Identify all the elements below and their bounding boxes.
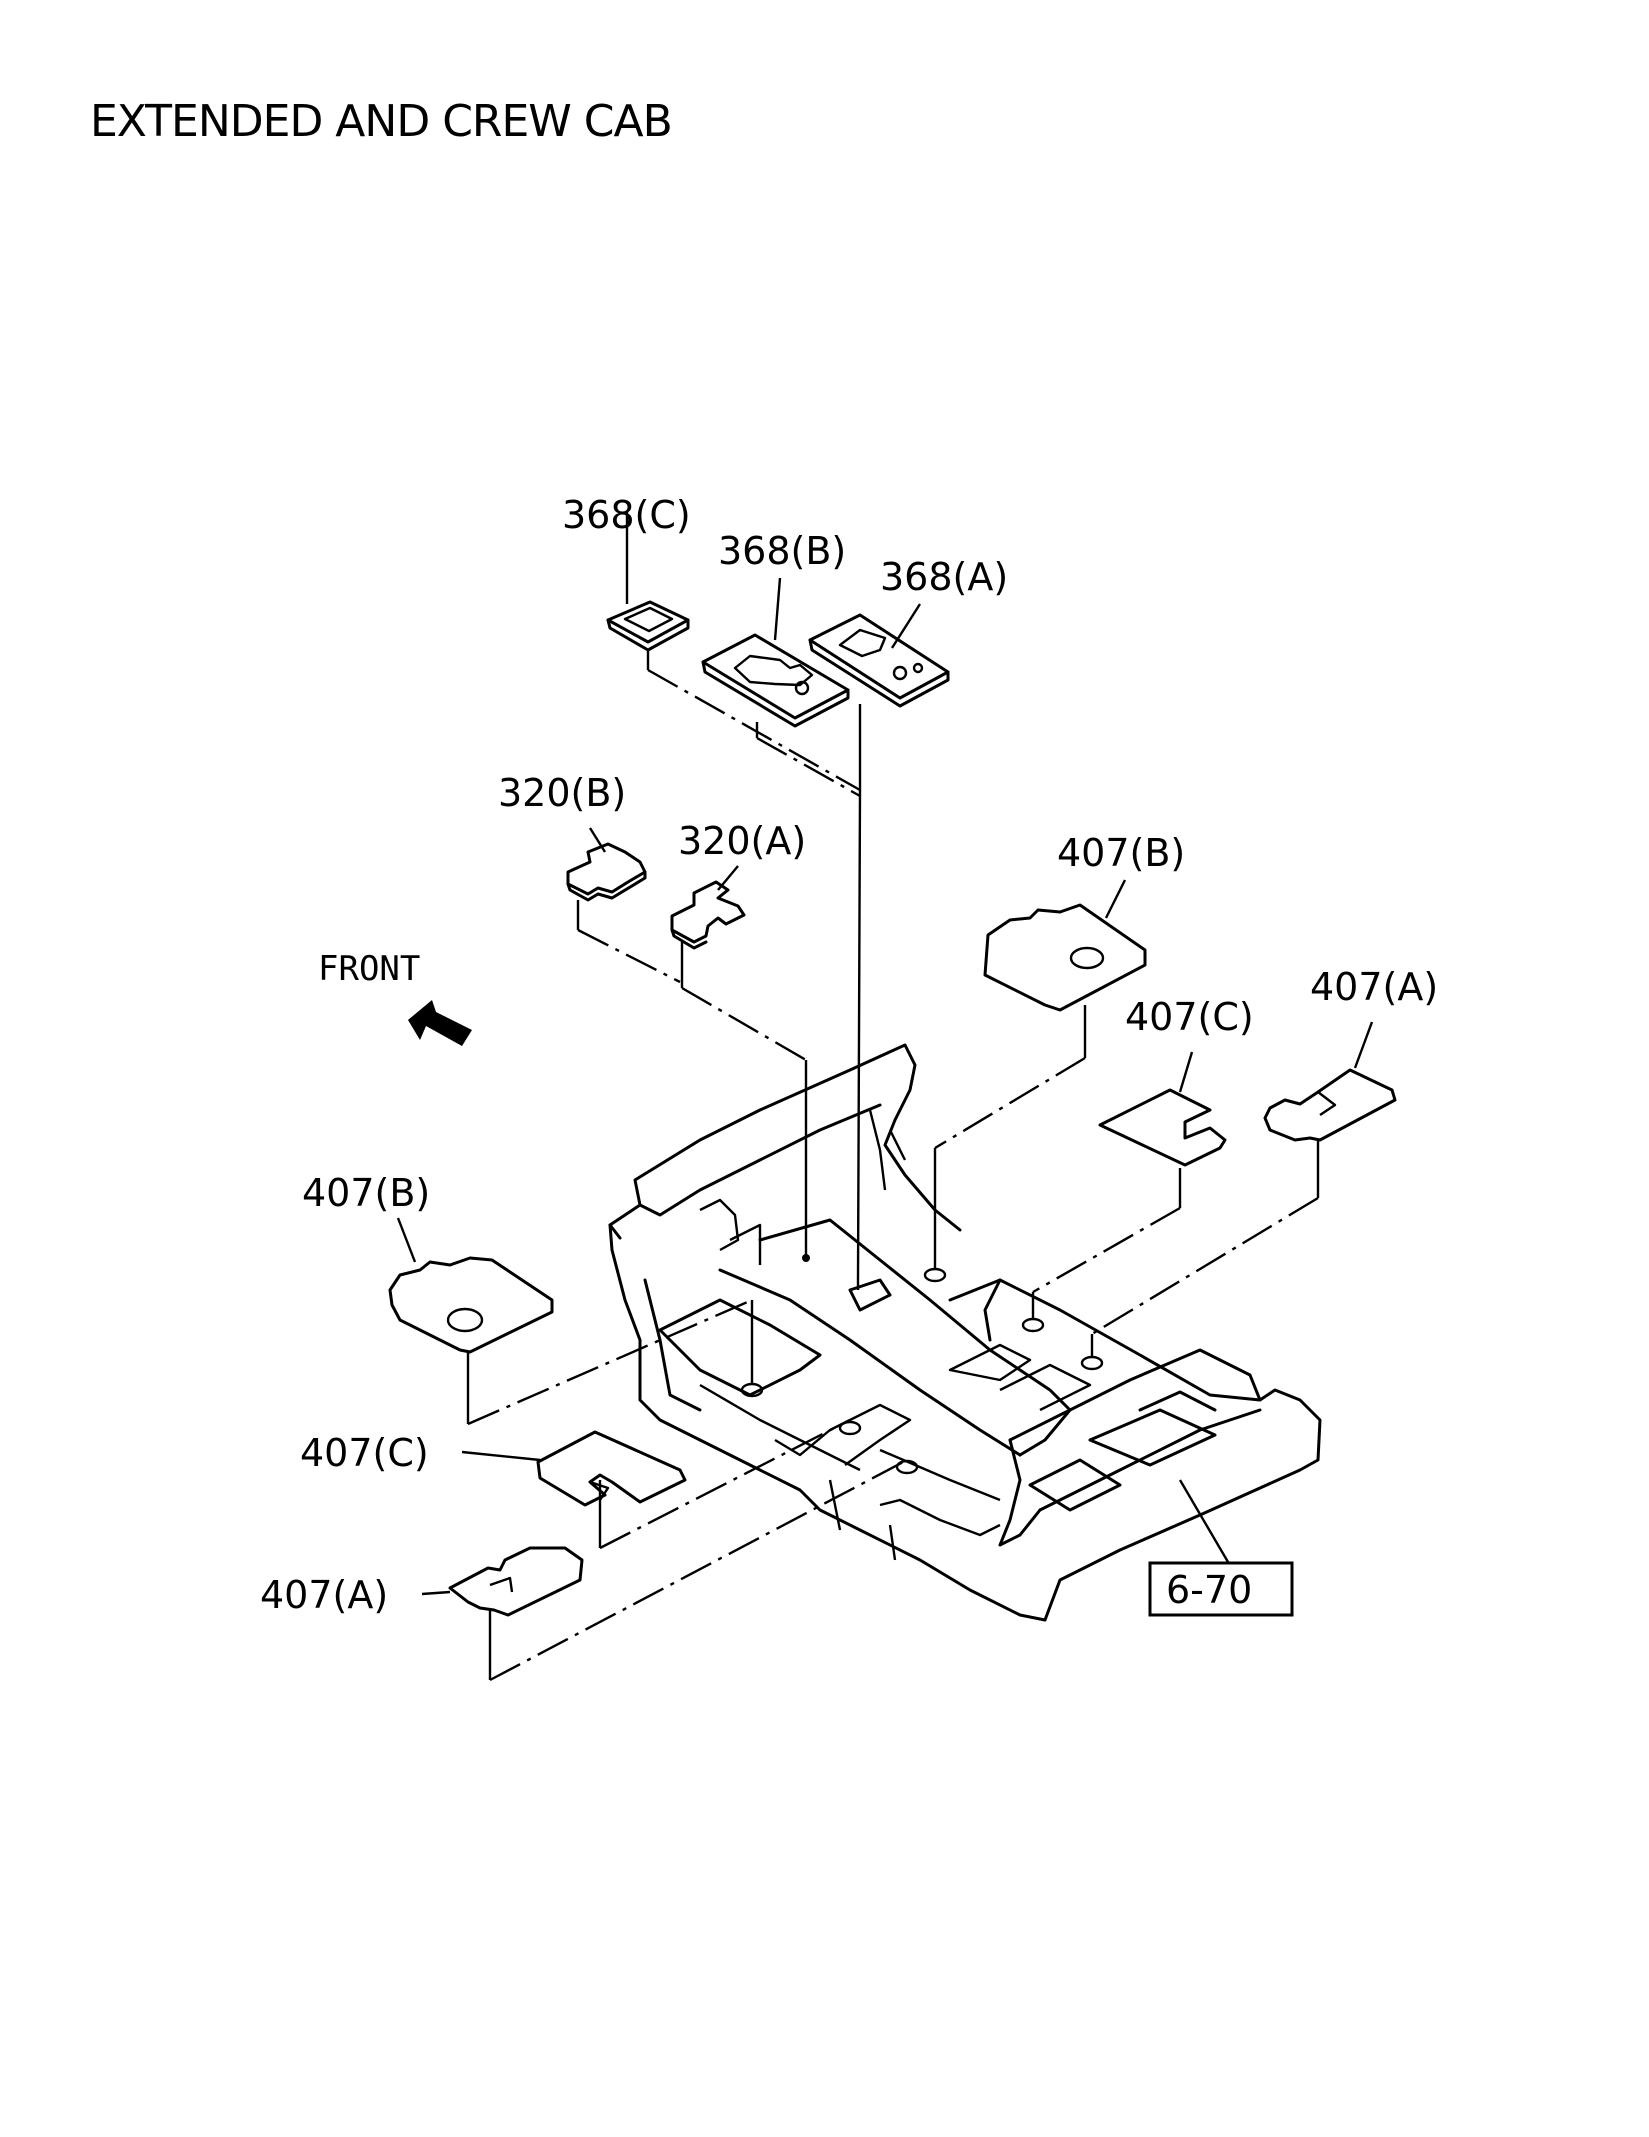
label-front: FRONT xyxy=(318,949,420,989)
part-368c xyxy=(606,600,690,652)
label-320a: 320(A) xyxy=(678,819,806,863)
reference-box-label: 6-70 xyxy=(1166,1568,1252,1612)
label-407a-left: 407(A) xyxy=(260,1573,388,1617)
part-320a xyxy=(670,880,746,950)
part-368a xyxy=(808,613,950,708)
floor-panel xyxy=(608,1043,1322,1622)
callout-labels: 368(C) 368(B) 368(A) 320(B) 320(A) 407(B… xyxy=(260,493,1438,1617)
hole-407c-left xyxy=(838,1420,862,1436)
label-407b-left: 407(B) xyxy=(302,1171,430,1215)
label-368c: 368(C) xyxy=(562,493,691,537)
part-368b xyxy=(701,633,850,728)
leader-lines xyxy=(396,512,1374,1682)
part-407c-left xyxy=(536,1430,687,1507)
hole-407a-right xyxy=(1080,1355,1104,1371)
part-407a-left xyxy=(448,1546,584,1617)
floor-markers xyxy=(740,1254,1104,1475)
part-407c-right xyxy=(1098,1088,1227,1167)
part-407a-right xyxy=(1263,1068,1397,1142)
hole-407c-right xyxy=(1021,1317,1045,1333)
part-407b-right xyxy=(983,903,1147,1012)
reference-box: 6-70 xyxy=(1148,1561,1294,1617)
page-title: EXTENDED AND CREW CAB xyxy=(90,96,673,147)
part-320b xyxy=(566,842,647,902)
label-320b: 320(B) xyxy=(498,771,626,815)
label-407a-right: 407(A) xyxy=(1310,965,1438,1009)
front-arrow-icon xyxy=(408,1000,472,1046)
label-407c-left: 407(C) xyxy=(300,1431,429,1475)
label-407b-right: 407(B) xyxy=(1057,831,1185,875)
label-368a: 368(A) xyxy=(880,555,1008,599)
part-407b-left xyxy=(388,1256,554,1354)
hole-407a-left xyxy=(895,1459,919,1475)
hole-407b-right xyxy=(923,1267,947,1283)
label-368b: 368(B) xyxy=(718,529,846,573)
label-407c-right: 407(C) xyxy=(1125,995,1254,1039)
